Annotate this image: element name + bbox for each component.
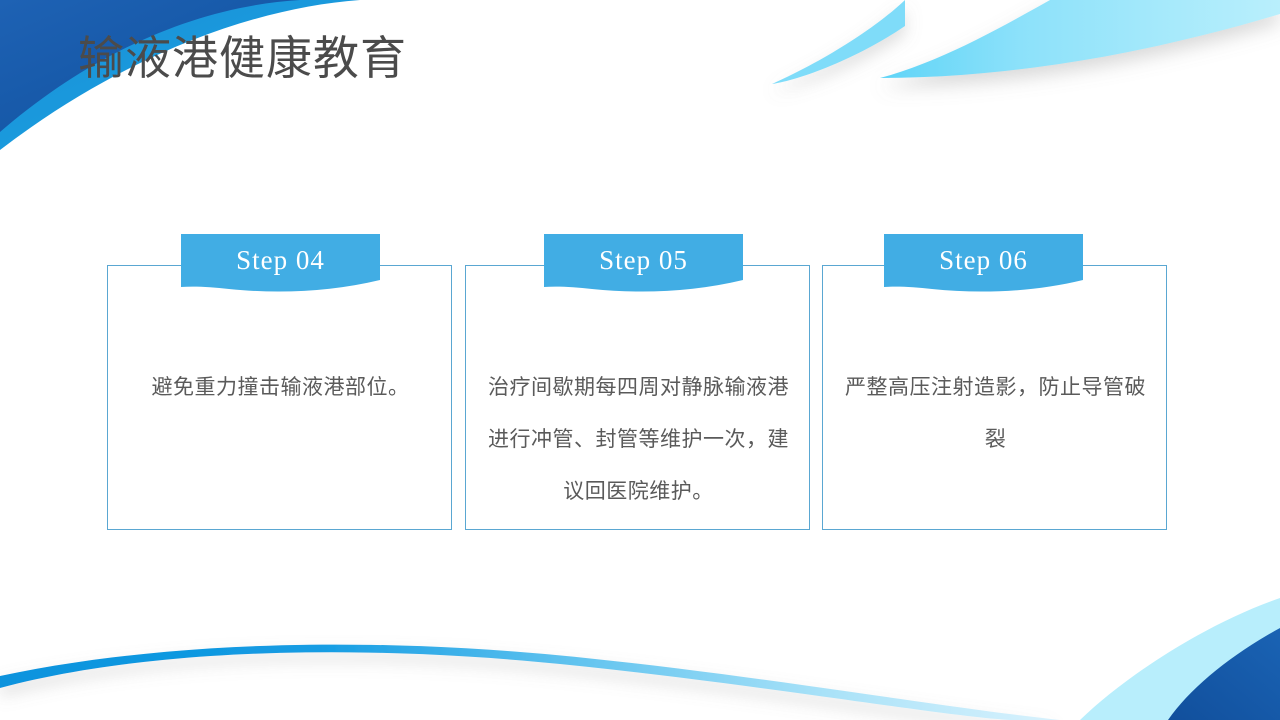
top-right-cyan-ribbon-shape bbox=[880, 0, 1280, 78]
step-badge-label: Step 06 bbox=[939, 245, 1028, 275]
step-badge-shape bbox=[181, 234, 380, 292]
step-card-text: 严整高压注射造影，防止导管破裂 bbox=[845, 375, 1146, 451]
step-badge-label: Step 05 bbox=[599, 245, 688, 275]
step-badge-label: Step 04 bbox=[236, 245, 325, 275]
page-title: 输液港健康教育 bbox=[78, 33, 407, 84]
bottom-right-cyan-band-shape bbox=[1080, 598, 1280, 720]
bottom-right-blue-wedge-shape bbox=[1168, 628, 1280, 720]
steps-row: 避免重力撞击输液港部位。 治疗间歇期每四周对静脉输液港进行冲管、封管等维护一次，… bbox=[107, 234, 1167, 532]
top-right-cyan-ribbon-tail bbox=[772, 0, 905, 84]
step-badge[interactable]: Step 06 bbox=[884, 234, 1083, 296]
step-badge-shape bbox=[544, 234, 743, 292]
step-card-text: 避免重力撞击输液港部位。 bbox=[151, 375, 410, 399]
step-card[interactable]: 避免重力撞击输液港部位。 bbox=[107, 265, 452, 530]
step-card[interactable]: 严整高压注射造影，防止导管破裂 bbox=[822, 265, 1167, 530]
step-badge[interactable]: Step 05 bbox=[544, 234, 743, 296]
step-badge[interactable]: Step 04 bbox=[181, 234, 380, 296]
step-card[interactable]: 治疗间歇期每四周对静脉输液港进行冲管、封管等维护一次，建议回医院维护。 bbox=[465, 265, 810, 530]
step-badge-shape bbox=[884, 234, 1083, 292]
step-card-text: 治疗间歇期每四周对静脉输液港进行冲管、封管等维护一次，建议回医院维护。 bbox=[488, 375, 789, 503]
bottom-left-blue-ribbon-shape bbox=[0, 644, 1060, 720]
